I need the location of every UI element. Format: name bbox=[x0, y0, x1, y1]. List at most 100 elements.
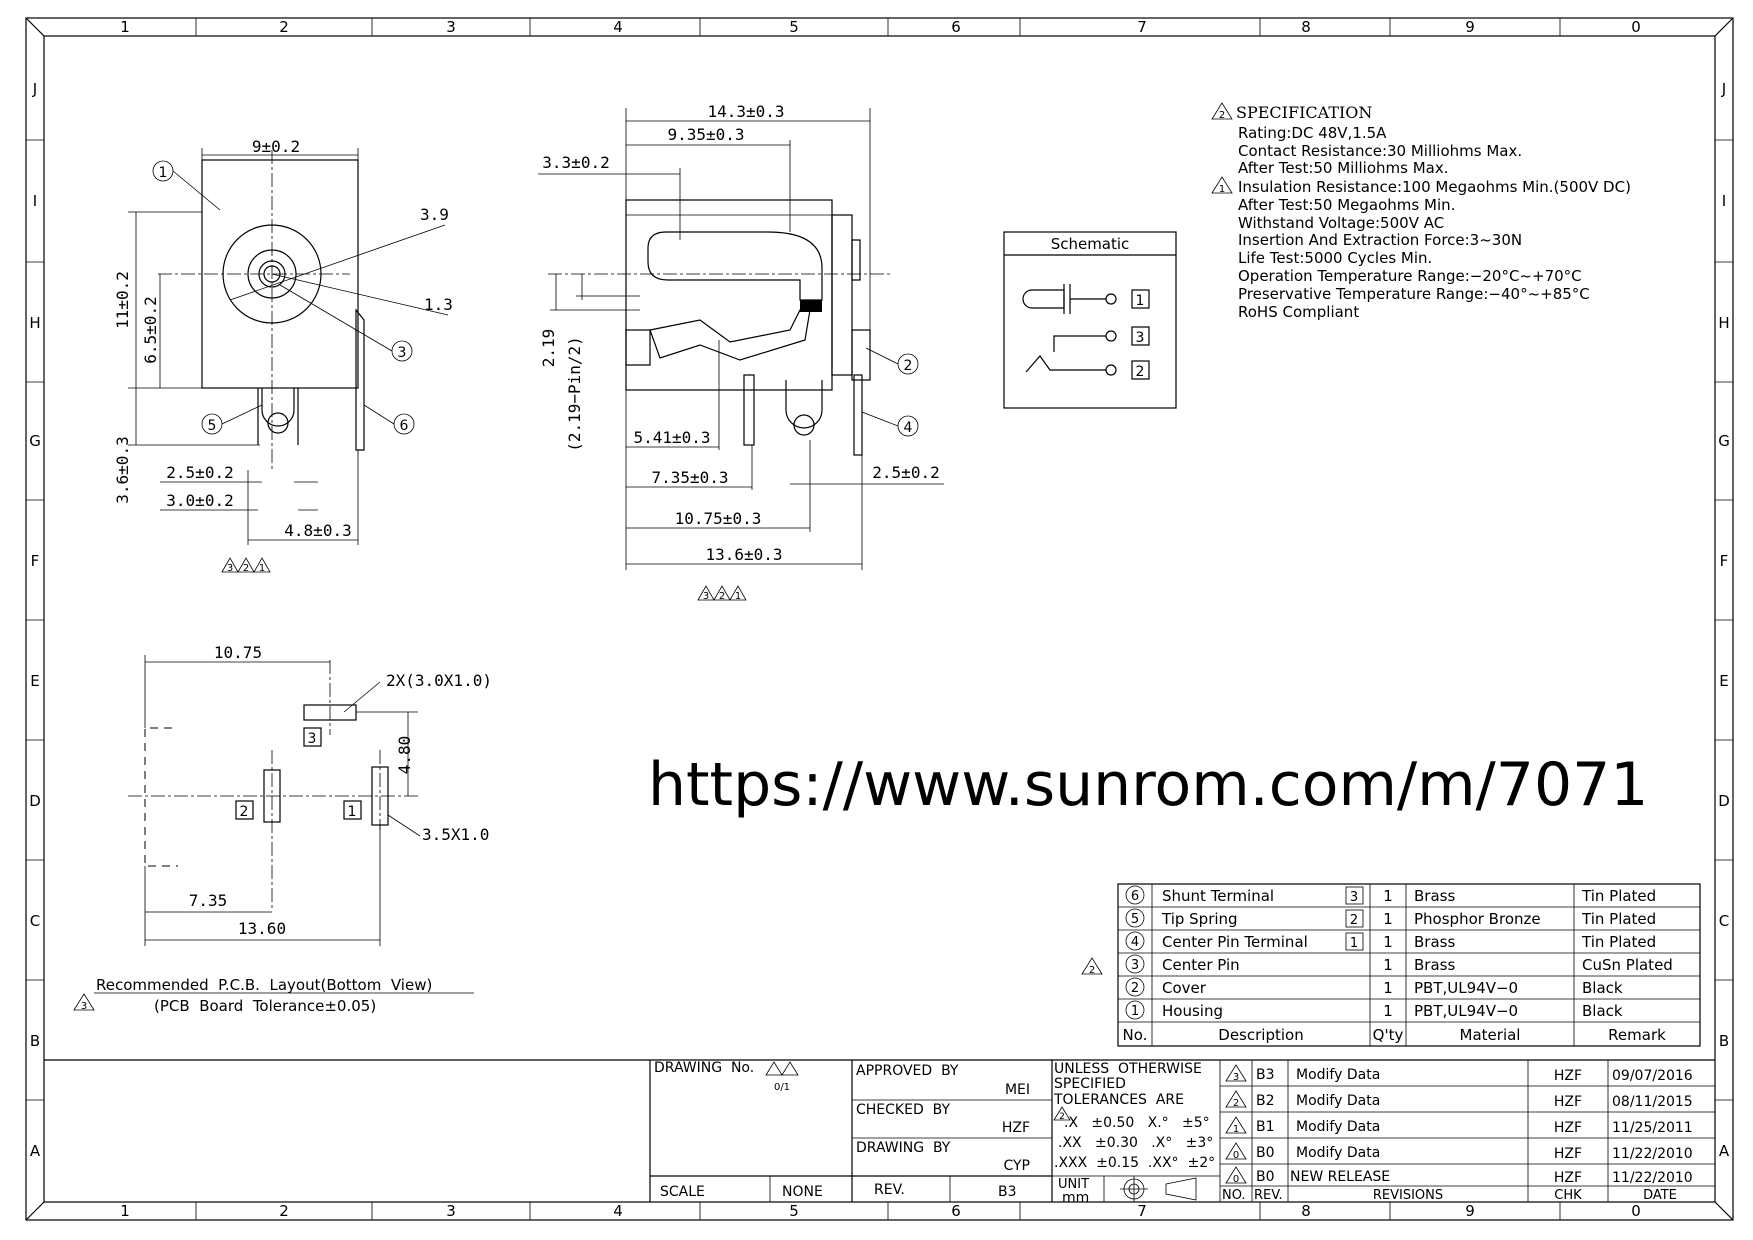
frame-row-right: C bbox=[1719, 912, 1729, 930]
spec-line: Withstand Voltage:500V AC bbox=[1238, 214, 1444, 232]
revision-mark: 0 bbox=[1233, 1150, 1239, 1161]
slot-pin-3 bbox=[303, 704, 357, 721]
approved-by-value: MEI bbox=[1005, 1082, 1030, 1098]
frame-row-left: D bbox=[29, 792, 41, 810]
schematic-title: Schematic bbox=[1051, 235, 1130, 253]
frame-row-left: B bbox=[30, 1032, 40, 1050]
bom-row-pin: 3 bbox=[1350, 890, 1358, 905]
tolerance-row: .XX ±0.30 .X° ±3° bbox=[1058, 1135, 1213, 1151]
bom-table: 2 6 Shunt Terminal 3 1 Brass Tin Plated … bbox=[1081, 883, 1701, 1047]
rev-mark: 3 bbox=[703, 591, 709, 602]
revision-desc: Modify Data bbox=[1296, 1145, 1380, 1161]
revision-code: B2 bbox=[1256, 1093, 1275, 1109]
revision-date: 11/25/2011 bbox=[1612, 1120, 1693, 1136]
rev-mark: 3 bbox=[227, 563, 233, 574]
rev-label: REV. bbox=[874, 1182, 905, 1198]
frame-row-left: F bbox=[31, 552, 40, 570]
frame-row-right: F bbox=[1720, 552, 1729, 570]
bom-header-material: Material bbox=[1460, 1026, 1521, 1044]
rev-mark: 2 bbox=[243, 563, 249, 574]
frame-col-bottom: 1 bbox=[120, 1202, 130, 1220]
revision-date: 11/22/2010 bbox=[1612, 1170, 1693, 1186]
dim-13-6: 13.6±0.3 bbox=[705, 545, 782, 564]
tolerance-line-1: UNLESS OTHERWISE bbox=[1054, 1061, 1202, 1077]
spec-line: Rating:DC 48V,1.5A bbox=[1238, 124, 1387, 142]
checked-by-label: CHECKED BY bbox=[856, 1102, 950, 1118]
dim-height: 11±0.2 bbox=[113, 271, 132, 329]
pcb-tolerance: (PCB Board Tolerance±0.05) bbox=[154, 997, 376, 1015]
tolerance-line-3: TOLERANCES ARE bbox=[1053, 1092, 1184, 1108]
bom-row-no: 6 bbox=[1131, 889, 1139, 904]
spec-line: RoHS Compliant bbox=[1238, 303, 1359, 321]
frame-col-bottom: 7 bbox=[1137, 1202, 1147, 1220]
bom-row-desc: Center Pin Terminal bbox=[1162, 933, 1308, 951]
revision-desc: Modify Data bbox=[1296, 1093, 1380, 1109]
bom-row-remark: Black bbox=[1582, 1002, 1623, 1020]
bom-row-pin: 1 bbox=[1350, 936, 1358, 951]
dim-width: 9±0.2 bbox=[252, 137, 300, 156]
drawing-number-marks: 0/1 bbox=[774, 1082, 790, 1093]
dim-outer-diameter: 3.9 bbox=[420, 205, 449, 224]
dim-pitch: 4.8±0.3 bbox=[284, 521, 351, 540]
schematic-pin-3: 3 bbox=[1136, 330, 1145, 346]
bom-row-qty: 1 bbox=[1383, 887, 1393, 905]
pcb-layout: 10.75 2X(3.0X1.0) 4.80 3.5X1.0 7.35 13.6… bbox=[73, 643, 492, 1015]
bom-row-remark: CuSn Plated bbox=[1582, 956, 1673, 974]
bom-row-material: PBT,UL94V−0 bbox=[1414, 1002, 1518, 1020]
bom-row-desc: Cover bbox=[1162, 979, 1207, 997]
spec-line: After Test:50 Milliohms Max. bbox=[1238, 159, 1449, 177]
frame-row-right: B bbox=[1719, 1032, 1729, 1050]
projection-symbol-icon bbox=[1120, 1176, 1197, 1202]
bom-row-no: 2 bbox=[1131, 981, 1139, 996]
bom-row-material: Phosphor Bronze bbox=[1414, 910, 1541, 928]
revision-desc: Modify Data bbox=[1296, 1067, 1380, 1083]
frame-col-top: 9 bbox=[1465, 18, 1475, 36]
bom-row-qty: 1 bbox=[1383, 979, 1393, 997]
spec-line: Operation Temperature Range:−20°C~+70°C bbox=[1238, 267, 1582, 285]
bom-row-pin: 2 bbox=[1350, 913, 1358, 928]
drawing-number-label: DRAWING No. bbox=[654, 1060, 754, 1076]
frame-col-top: 0 bbox=[1631, 18, 1641, 36]
bom-row-desc: Tip Spring bbox=[1161, 910, 1238, 928]
spec-line: Preservative Temperature Range:−40°~+85°… bbox=[1238, 285, 1590, 303]
revision-desc: Modify Data bbox=[1296, 1119, 1380, 1135]
rev-mark: 1 bbox=[735, 591, 741, 602]
dim-10-75: 10.75±0.3 bbox=[675, 509, 762, 528]
frame-row-right: G bbox=[1718, 432, 1730, 450]
frame-col-bottom: 3 bbox=[446, 1202, 456, 1220]
scale-label: SCALE bbox=[660, 1184, 705, 1200]
rev-mark: 1 bbox=[259, 563, 265, 574]
frame-row-right: E bbox=[1719, 672, 1728, 690]
bom-row-desc: Housing bbox=[1162, 1002, 1223, 1020]
frame-row-right: H bbox=[1718, 314, 1729, 332]
balloon-6: 6 bbox=[400, 418, 409, 434]
pcb-pin-1: 1 bbox=[348, 804, 357, 820]
dim-pcb-4-80: 4.80 bbox=[395, 736, 414, 775]
frame-row-left: G bbox=[29, 432, 41, 450]
frame-row-left: I bbox=[33, 192, 37, 210]
revisions-header-no: NO. bbox=[1222, 1188, 1246, 1203]
frame-col-top: 8 bbox=[1301, 18, 1311, 36]
side-view: 14.3±0.3 9.35±0.3 3.3±0.2 2.19 (2.19−Pin… bbox=[538, 102, 944, 602]
bom-row-material: Brass bbox=[1414, 887, 1455, 905]
dim-pin-height: 2.19 bbox=[539, 329, 558, 368]
tolerance-row: .X ±0.50 X.° ±5° bbox=[1064, 1115, 1210, 1131]
side-body bbox=[625, 199, 833, 391]
bom-row-desc: Center Pin bbox=[1162, 956, 1240, 974]
frame-col-bottom: 8 bbox=[1301, 1202, 1311, 1220]
watermark-url[interactable]: https://www.sunrom.com/m/7071 bbox=[648, 750, 1648, 820]
bom-row-remark: Black bbox=[1582, 979, 1623, 997]
unit-label: UNIT bbox=[1058, 1177, 1089, 1192]
revision-code: B0 bbox=[1256, 1145, 1275, 1161]
frame-row-right: I bbox=[1722, 192, 1726, 210]
dim-pad-spacing: 3.0±0.2 bbox=[166, 491, 233, 510]
dim-leg-length: 3.6±0.3 bbox=[113, 436, 132, 503]
dim-slot-size: 2X(3.0X1.0) bbox=[386, 671, 492, 690]
revisions-header-chk: CHK bbox=[1554, 1188, 1582, 1203]
revision-checker: HZF bbox=[1554, 1068, 1582, 1084]
bom-row-remark: Tin Plated bbox=[1581, 933, 1656, 951]
drawing-by-label: DRAWING BY bbox=[856, 1140, 951, 1156]
revisions-header-rev: REV. bbox=[1254, 1188, 1283, 1203]
frame-col-top: 1 bbox=[120, 18, 130, 36]
housing-outline bbox=[201, 159, 359, 389]
